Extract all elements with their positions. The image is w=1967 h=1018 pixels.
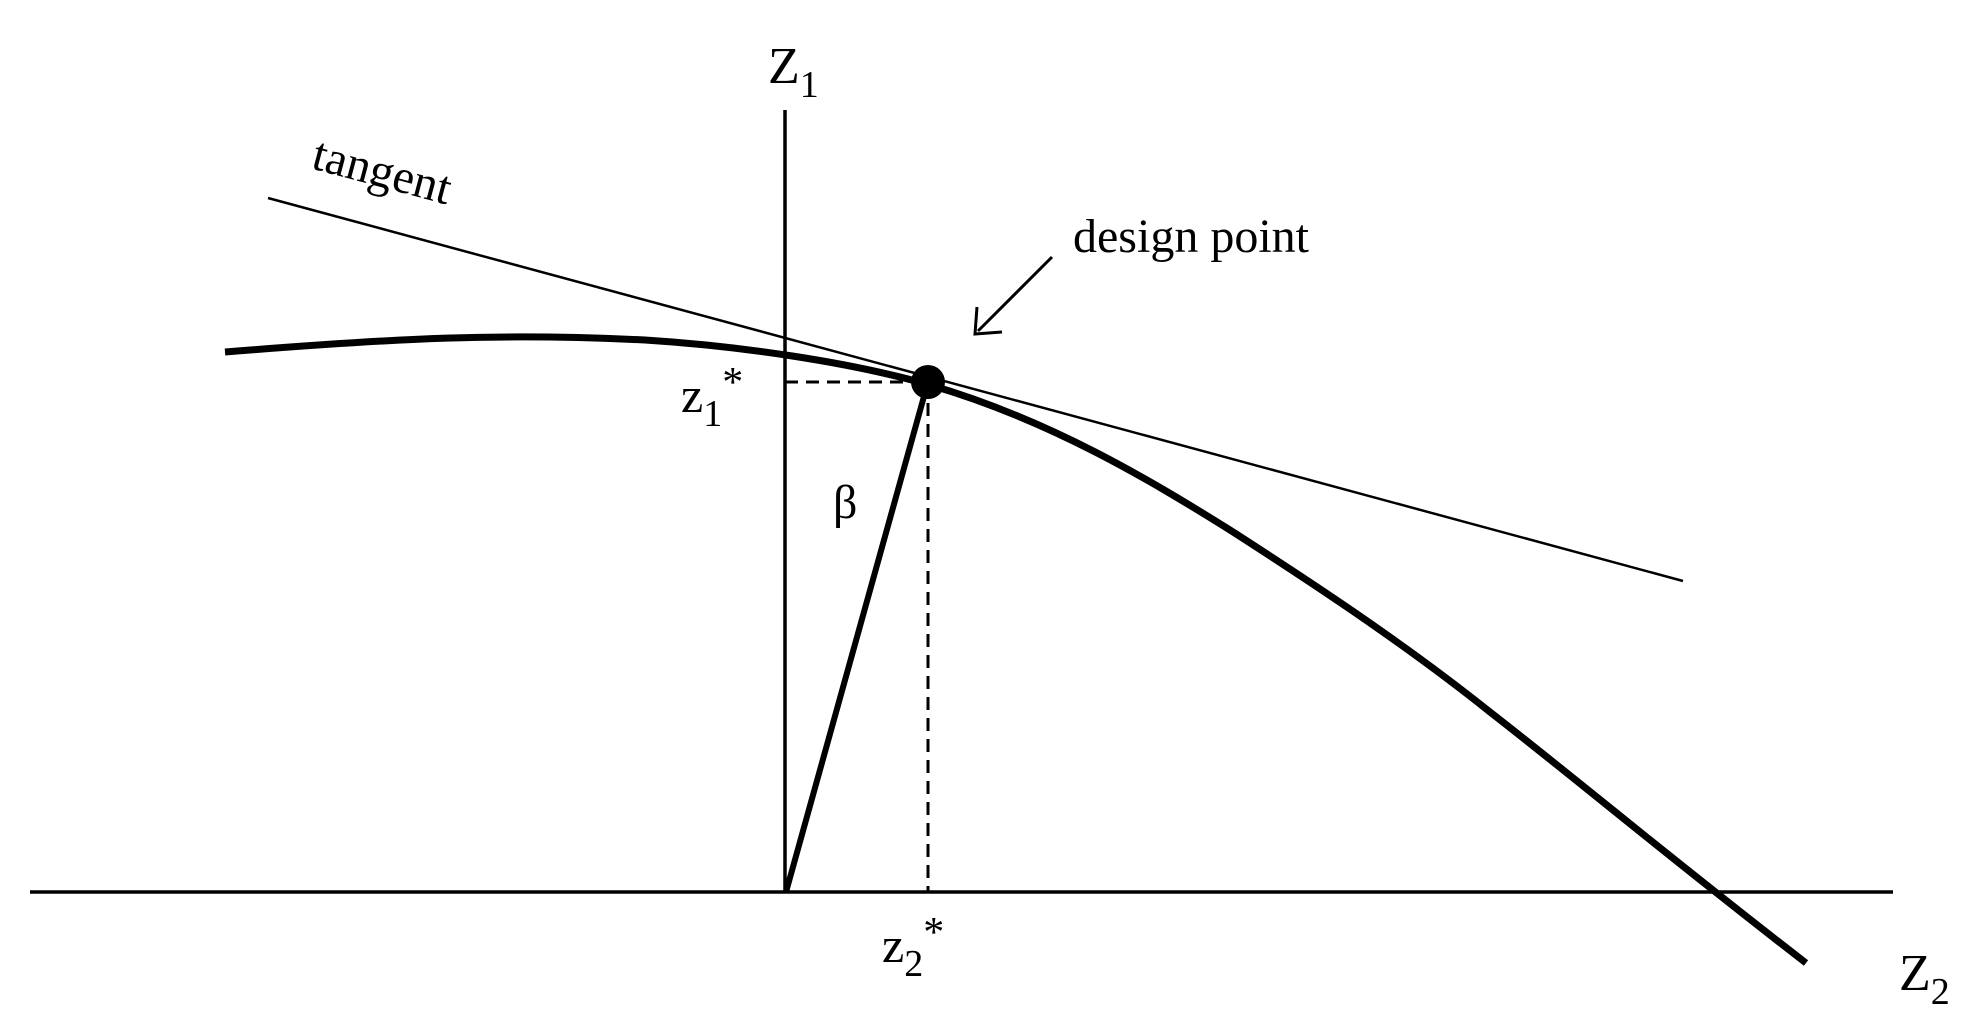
design-point-label: design point [1073,210,1310,263]
z2-star-label: z2* [882,910,944,985]
beta-label: β [833,476,857,529]
z2-axis-label-main: Z [1899,945,1931,1002]
z2-star-label-sup: * [923,910,944,956]
z1-star-label-main: z [681,367,703,423]
z1-star-label: z1* [681,360,743,435]
beta-vector-line [783,381,931,893]
design-point-arrow-icon [973,255,1054,336]
z2-axis-label-sub: 2 [1931,971,1950,1013]
tangent-label: tangent [307,127,458,215]
z1-axis-label-main: Z [768,38,800,95]
tangent-line [267,196,1684,583]
z1-axis-label-sub: 1 [800,64,819,106]
z1-star-label-sup: * [722,360,743,406]
limit-state-curve [224,333,1809,966]
z1-axis-label: Z1 [768,38,819,106]
z2-star-label-main: z [882,917,904,973]
z2-star-label-sub: 2 [904,943,923,985]
design-point-marker [911,365,945,399]
z2-axis-label: Z2 [1899,945,1950,1013]
z1-star-label-sub: 1 [703,393,722,435]
